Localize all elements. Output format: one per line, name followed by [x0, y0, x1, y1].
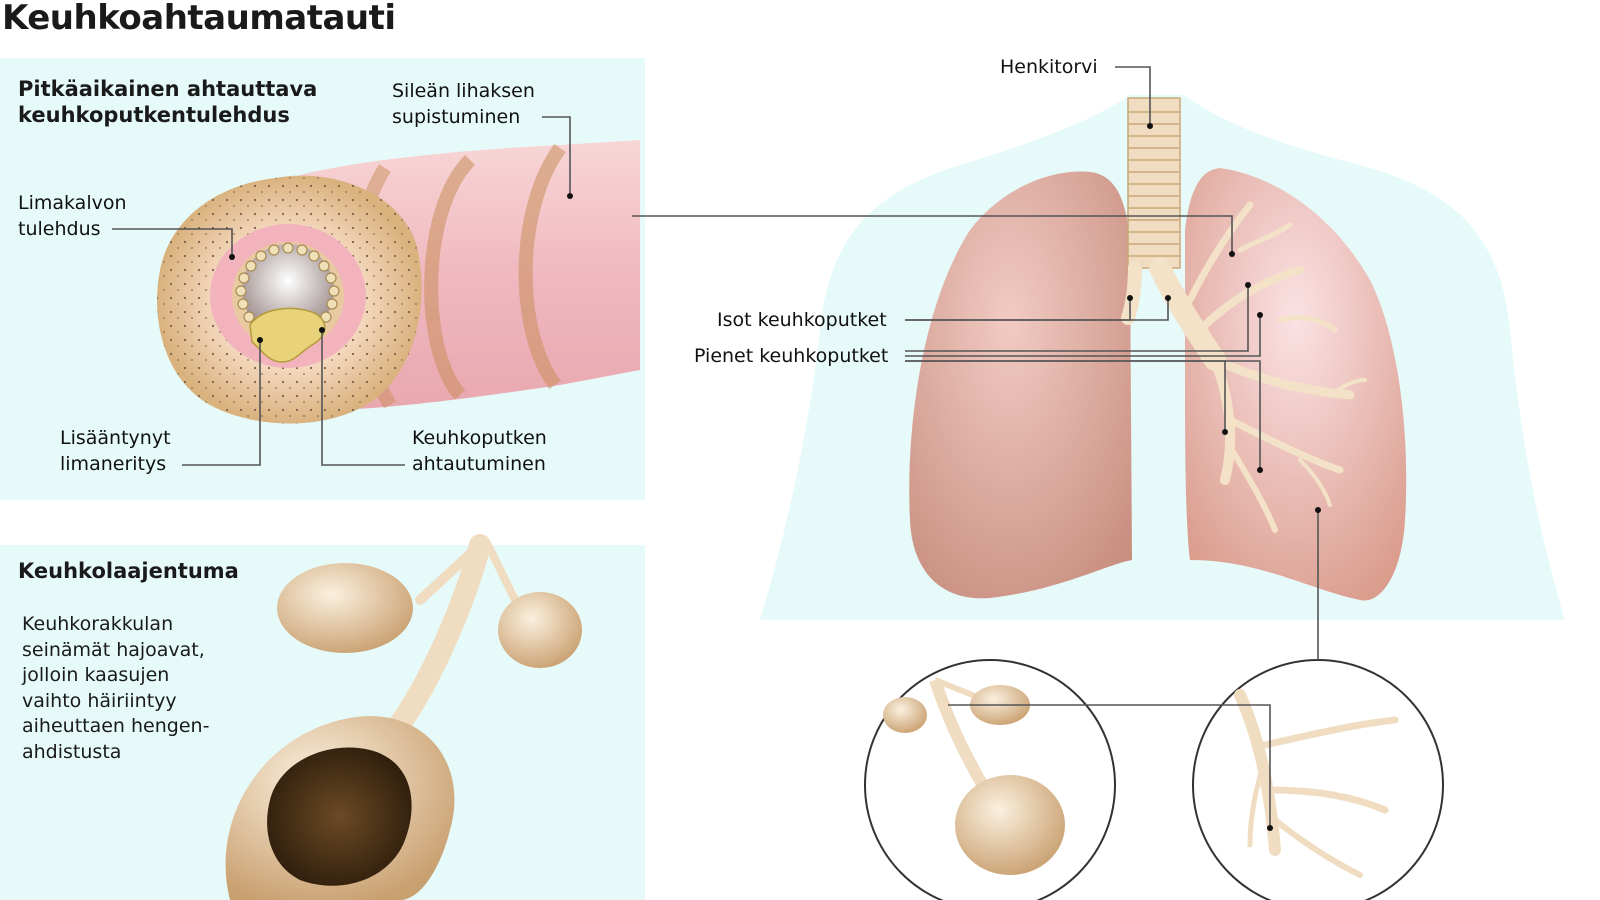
label-narrowing: Keuhkoputken ahtautuminen [412, 427, 547, 475]
label-large-bronchi: Isot keuhkoputket [717, 309, 887, 331]
label-mucosa-inflammation: Limakalvon tulehdus [18, 192, 127, 240]
label-trachea: Henkitorvi [1000, 56, 1098, 78]
emphysema-description: Keuhkorakkulan seinämät hajoavat, jolloi… [22, 613, 210, 763]
lungs [909, 97, 1407, 601]
label-small-bronchi: Pienet keuhkoputket [694, 345, 889, 367]
emphysema-alveoli [225, 534, 582, 900]
leader-dots [229, 123, 1321, 831]
zoom-circles [864, 659, 1444, 900]
bronchitis-heading: Pitkäaikainen ahtauttava keuhkoputkentul… [18, 77, 318, 127]
bronchus-cross-section [157, 175, 422, 424]
left-lung [909, 171, 1132, 599]
label-mucus: Lisääntynyt limaneritys [60, 427, 171, 475]
trachea [1127, 97, 1181, 269]
page-title: Keuhkoahtaumatauti [2, 0, 396, 38]
leader-lines [112, 66, 1319, 828]
emphysema-heading: Keuhkolaajentuma [18, 559, 239, 583]
label-smooth-muscle: Sileän lihaksen supistuminen [392, 80, 535, 128]
